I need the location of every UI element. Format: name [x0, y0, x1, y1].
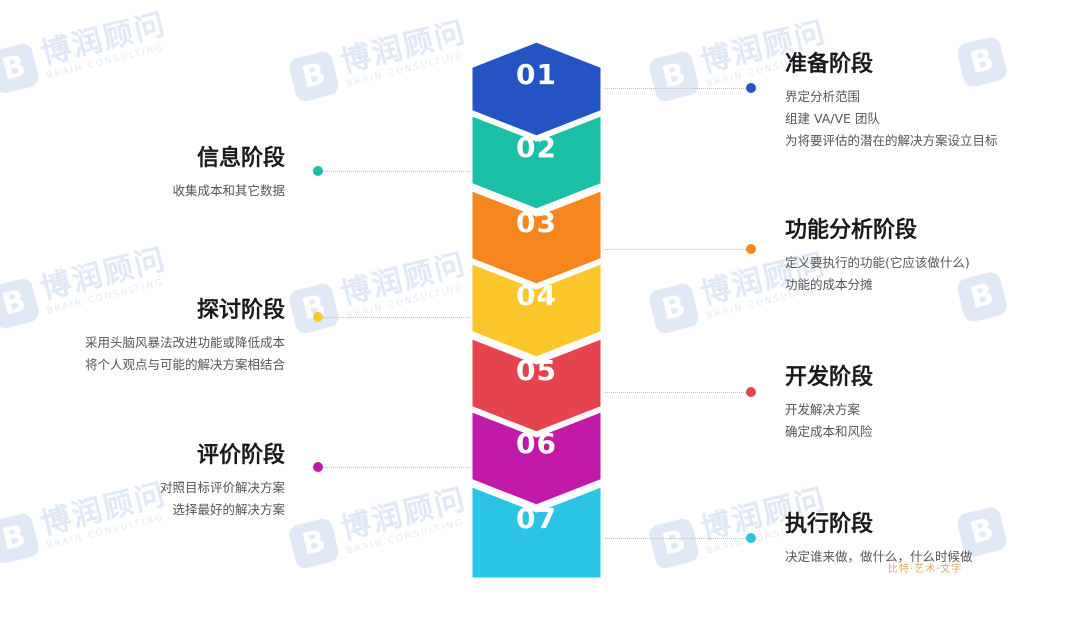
stage-06-chevron: 06	[467, 405, 606, 510]
stage-07-chevron: 07	[467, 480, 606, 583]
stage-02-block: 信息阶段 收集成本和其它数据	[172, 140, 285, 202]
stage-02-chevron: 02	[467, 109, 606, 214]
stage-05-desc-1: 开发解决方案	[785, 402, 861, 417]
stage-06-block: 评价阶段 对照目标评价解决方案 选择最好的解决方案	[160, 437, 285, 521]
stage-05-number: 05	[516, 354, 557, 387]
corner-stamp: 比特·艺术·文字	[888, 564, 963, 575]
stage-04-desc-1: 采用头脑风暴法改进功能或降低成本	[84, 335, 285, 350]
stage-01-number: 01	[516, 58, 557, 91]
stage-04-chevron: 04	[467, 257, 606, 362]
stage-07-title: 执行阶段	[785, 512, 874, 537]
stage-07-desc-1: 决定谁来做，做什么，什么时候做	[785, 549, 973, 564]
stage-03-dot	[746, 244, 756, 254]
stage-06-desc-1: 对照目标评价解决方案	[159, 480, 285, 495]
stage-05-block: 开发阶段 开发解决方案 确定成本和风险	[785, 359, 873, 443]
stage-04-title: 探讨阶段	[196, 298, 285, 323]
stage-01-desc-1: 界定分析范围	[785, 89, 861, 104]
connector-line-02	[323, 171, 470, 172]
connector-line-04	[323, 317, 470, 318]
stage-03-desc-1: 定义要执行的功能(它应该做什么)	[785, 255, 970, 270]
stage-07-number: 07	[516, 502, 557, 535]
stage-01-desc-2: 组建 VA/VE 团队	[785, 111, 880, 126]
stage-06-desc-2: 选择最好的解决方案	[172, 502, 285, 517]
connector-line-03	[605, 249, 750, 250]
stage-03-block: 功能分析阶段 定义要执行的功能(它应该做什么) 功能的成本分摊	[785, 212, 970, 296]
stage-03-desc-2: 功能的成本分摊	[785, 277, 873, 292]
stage-05-dot	[746, 387, 756, 397]
stage-06-number: 06	[516, 427, 557, 460]
connector-line-06	[323, 467, 470, 468]
stage-02-title: 信息阶段	[196, 146, 285, 171]
stage-05-desc-2: 确定成本和风险	[785, 424, 873, 439]
connector-line-01	[605, 88, 750, 89]
stage-01-desc-3: 为将要评估的潜在的解决方案设立目标	[785, 133, 998, 148]
stage-04-block: 探讨阶段 采用头脑风暴法改进功能或降低成本 将个人观点与可能的解决方案相结合	[85, 292, 285, 376]
stage-04-dot	[313, 312, 323, 322]
stage-04-desc-2: 将个人观点与可能的解决方案相结合	[84, 357, 285, 372]
stage-07-block: 执行阶段 决定谁来做，做什么，什么时候做	[785, 506, 973, 568]
connector-line-05	[605, 392, 750, 393]
stage-04-number: 04	[516, 279, 557, 312]
stage-07-dot	[746, 533, 756, 543]
stage-05-title: 开发阶段	[785, 365, 874, 390]
stage-02-desc-1: 收集成本和其它数据	[172, 183, 285, 198]
stage-02-dot	[313, 166, 323, 176]
stage-03-number: 03	[516, 206, 557, 239]
stage-06-dot	[313, 462, 323, 472]
stage-01-dot	[746, 83, 756, 93]
stage-01-title: 准备阶段	[785, 52, 874, 77]
stage-01-block: 准备阶段 界定分析范围 组建 VA/VE 团队 为将要评估的潜在的解决方案设立目…	[785, 46, 998, 152]
connector-line-07	[605, 538, 750, 539]
stage-02-number: 02	[516, 131, 557, 164]
stage-06-title: 评价阶段	[196, 443, 285, 468]
stage-03-title: 功能分析阶段	[785, 218, 918, 243]
